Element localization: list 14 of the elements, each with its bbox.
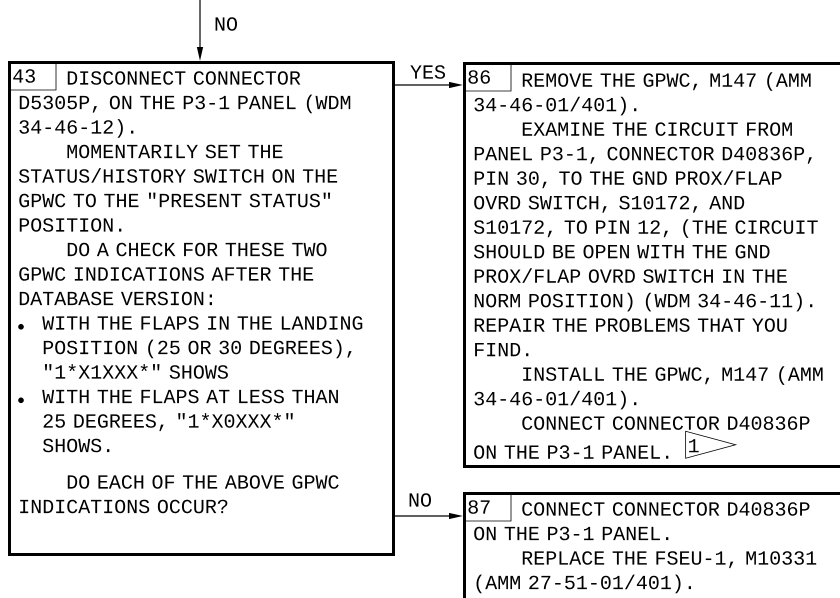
- edge-label: YES: [409, 64, 447, 80]
- step-number: 43: [10, 62, 56, 90]
- edge-label: NO: [407, 492, 433, 508]
- node-label: DISCONNECT CONNECTOR: [68, 71, 300, 85]
- node-label: MOMENTARILY SET THE STATUS/HISTORY SWITCH ON THE GPWC TO THE "PRESENT STATUS" POSITION.: [18, 144, 338, 232]
- node-label: WITH THE FLAPS AT LESS THAN 25 DEGREES, "1*X0XXX*" SHOWS.: [42, 390, 338, 452]
- edge-label: NO: [213, 16, 239, 32]
- node-label: DO A CHECK FOR THESE TWO GPWC INDICATIONS AFTER THE DATABASE VERSION:: [19, 242, 327, 306]
- node-label: WITH THE FLAPS IN THE LANDING POSITION (25 OR 30 DEGREES), "1*X1XXX*" SHOWS: [42, 316, 362, 379]
- node-label: D5305P, ON THE P3-1 PANEL (WDM: [20, 94, 350, 114]
- step-number: 86: [464, 62, 512, 92]
- node-label: DO EACH OF THE ABOVE GPWC INDICATIONS OCCUR?: [20, 475, 339, 514]
- node-label: 34-46-12).: [19, 119, 134, 138]
- step-number: 87: [464, 492, 512, 522]
